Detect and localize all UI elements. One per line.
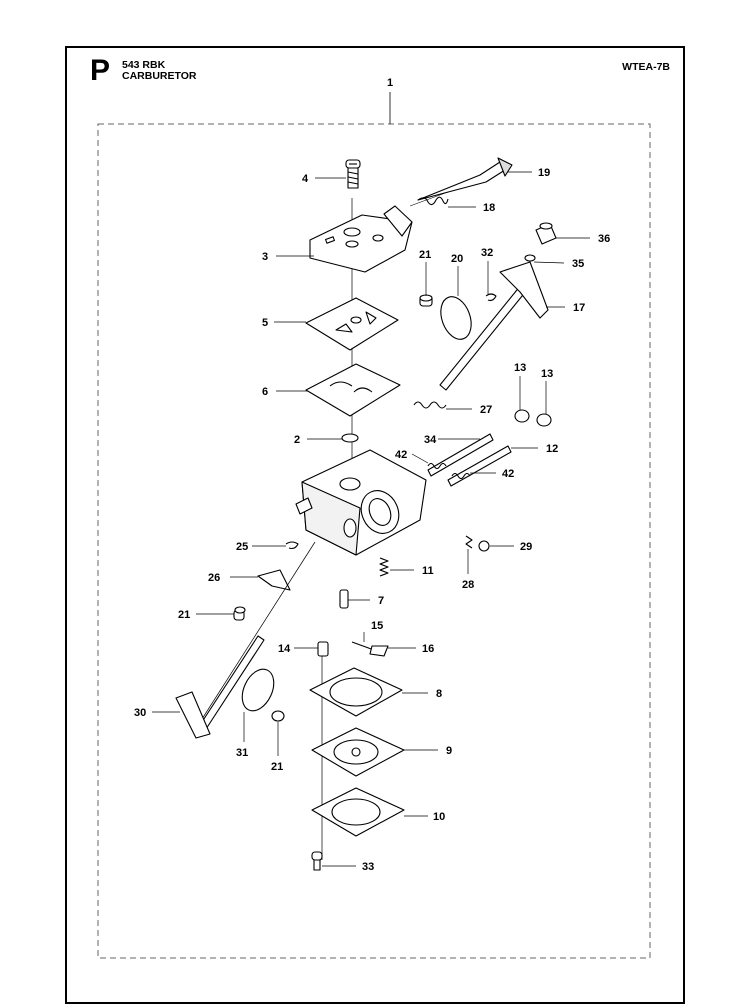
part-28-spring [465,535,473,549]
part-4-screw [345,159,361,189]
carburetor-body [295,449,427,556]
part-7-pin [339,589,349,609]
model-name: 543 RBK [122,59,166,71]
part-2-plug [341,433,359,443]
assembly-boundary [97,123,651,959]
callout-35: 35 [572,258,584,270]
part-19-needle [417,157,513,201]
callout-21-low: 21 [271,761,283,773]
part-21-mid-screw [233,606,246,621]
callout-26: 26 [208,572,220,584]
callout-21-top: 21 [419,249,431,261]
callout-31: 31 [236,747,248,759]
part-10-pump-cover [311,787,405,837]
callout-18: 18 [483,202,495,214]
callout-20: 20 [451,253,463,265]
part-27-spring [413,401,447,409]
part-31-choke-disc [241,668,275,712]
callout-3: 3 [262,251,268,263]
part-12-needle [447,445,512,487]
callout-11: 11 [422,565,434,577]
callout-5: 5 [262,317,268,329]
part-15-pin [351,641,375,651]
callout-21-mid: 21 [178,609,190,621]
part-14-screw [317,641,329,657]
part-25-clip [285,541,299,550]
callout-42-right: 42 [502,468,514,480]
callout-8: 8 [436,688,442,700]
callout-32: 32 [481,247,493,259]
callout-15: 15 [371,620,383,632]
part-32-clip [485,293,497,302]
callout-36: 36 [598,233,610,245]
part-21-low-screw [271,710,285,722]
part-8-gasket [309,667,403,717]
callout-13-left: 13 [514,362,526,374]
part-36-knob [535,222,557,245]
part-3-cover [309,205,413,273]
part-21-top-screw [419,294,433,307]
part-5-gasket [305,297,399,351]
callout-6: 6 [262,386,268,398]
part-26-lever [257,569,291,591]
assembly-name: CARBURETOR [122,70,197,82]
part-18-spring [409,191,449,207]
callout-1: 1 [387,77,393,89]
callout-12: 12 [546,443,558,455]
section-letter: P [90,54,111,87]
part-34-needle [427,433,494,477]
page-frame [65,46,685,1004]
callout-10: 10 [433,811,445,823]
diagram-code: WTEA-7B [622,61,670,73]
callout-2: 2 [294,434,300,446]
callout-42-left: 42 [395,449,407,461]
callout-16: 16 [422,643,434,655]
part-42-springs [427,462,471,480]
choke-shaft [175,541,316,739]
part-13-caps [514,409,552,427]
part-16-lever [369,645,389,657]
callout-29: 29 [520,541,532,553]
callout-34: 34 [424,434,437,446]
part-6-diaphragm [305,363,401,417]
callout-33: 33 [362,861,374,873]
callout-28: 28 [462,579,474,591]
part-11-spring [379,557,389,577]
callout-17: 17 [573,302,585,314]
callout-13-right: 13 [541,368,553,380]
callout-30: 30 [134,707,146,719]
part-29-ball [478,540,490,552]
callout-4: 4 [302,173,309,185]
part-17-throttle-shaft [439,261,549,391]
part-20-throttle-disc [440,296,472,340]
callout-14: 14 [278,643,291,655]
leader-lines [152,171,590,867]
callout-7: 7 [378,595,384,607]
part-35-washer [524,254,536,262]
callout-9: 9 [446,745,452,757]
callout-19: 19 [538,167,550,179]
part-33-screw [311,851,323,871]
part-9-pump-diaphragm [311,727,405,777]
callout-25: 25 [236,541,248,553]
callout-27: 27 [480,404,492,416]
